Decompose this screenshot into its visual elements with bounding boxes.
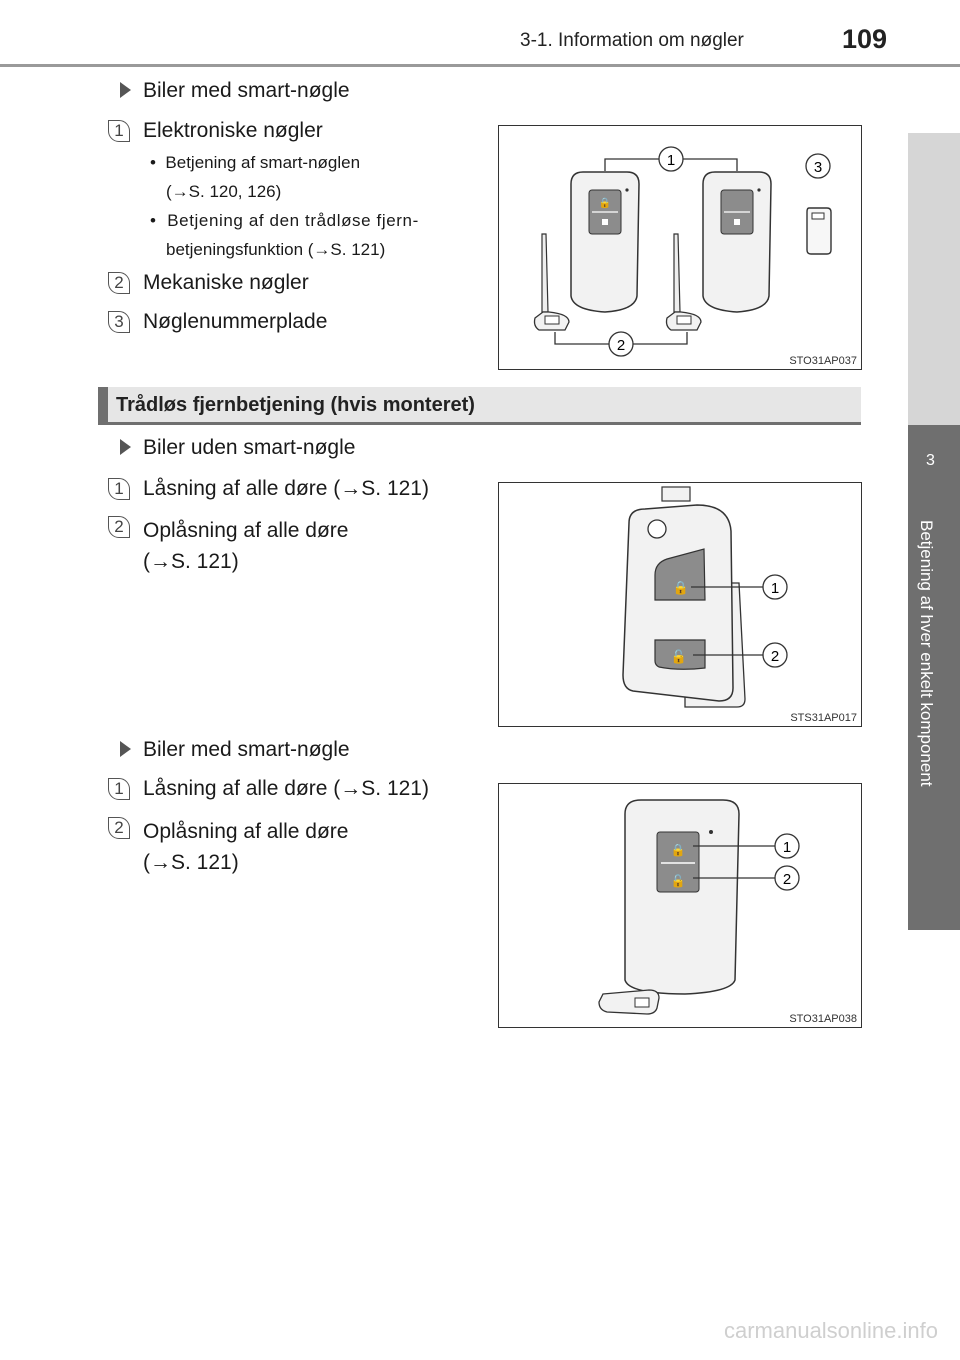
figure-flip-key: 🔒 🔓 1 2 STS31AP017 <box>498 482 862 727</box>
item-number-badge: 1 <box>108 778 130 800</box>
header-section-title: 3-1. Information om nøgler <box>520 30 744 51</box>
block2-item-2: Oplåsning af alle døre (→S. 121) <box>143 519 349 573</box>
triangle-bullet-icon <box>120 741 131 757</box>
side-tab-light <box>908 133 960 425</box>
block1-bullet-1: • Betjening af smart-nøglen (→S. 120, 12… <box>150 153 361 201</box>
flip-key-illustration: 🔒 🔓 1 2 <box>622 486 788 708</box>
svg-text:🔒: 🔒 <box>599 197 611 209</box>
figure-code: STO31AP037 <box>789 355 857 367</box>
block3-heading: Biler med smart-nøgle <box>120 738 350 762</box>
callout-3: 3 <box>814 159 822 176</box>
callout-2: 2 <box>617 337 625 354</box>
callout-2: 2 <box>771 648 779 665</box>
item-number-badge: 1 <box>108 478 130 500</box>
triangle-bullet-icon <box>120 439 131 455</box>
side-tab-chapter-number: 3 <box>926 452 935 469</box>
side-tab-dark <box>908 425 960 930</box>
callout-2: 2 <box>783 871 791 888</box>
callout-1: 1 <box>771 580 779 597</box>
triangle-bullet-icon <box>120 82 131 98</box>
item-number-badge: 2 <box>108 516 130 538</box>
keys-illustration: 1 3 🔒 2 <box>533 146 832 357</box>
svg-text:🔓: 🔓 <box>671 649 687 665</box>
callout-1: 1 <box>667 152 675 169</box>
header-rule <box>0 64 960 67</box>
section-header: Trådløs fjernbetjening (hvis monteret) <box>98 387 861 425</box>
figure-code: STS31AP017 <box>790 712 857 724</box>
block1-item-1: Elektroniske nøgler <box>143 119 323 142</box>
figure-keys-overview: 1 3 🔒 2 STO31AP037 <box>498 125 862 370</box>
item-number-badge: 2 <box>108 272 130 294</box>
page-number: 109 <box>842 24 888 54</box>
svg-text:🔓: 🔓 <box>671 874 686 888</box>
block3-item-1: Låsning af alle døre (→S. 121) <box>143 777 429 800</box>
block2-item-1: Låsning af alle døre (→S. 121) <box>143 477 429 500</box>
block3-item-2: Oplåsning af alle døre (→S. 121) <box>143 820 349 874</box>
block2-heading: Biler uden smart-nøgle <box>120 436 355 460</box>
callout-1: 1 <box>783 839 791 856</box>
figure-code: STO31AP038 <box>789 1013 857 1025</box>
section-title: Trådløs fjernbetjening (hvis monteret) <box>116 394 475 416</box>
block1-heading: Biler med smart-nøgle <box>120 79 350 103</box>
block1-bullet-2: • Betjening af den trådløse fjern- betje… <box>150 211 419 259</box>
smart-key-illustration: 🔒 🔓 1 2 <box>598 799 800 1015</box>
footer-watermark: carmanualsonline.info <box>723 1318 938 1343</box>
svg-text:🔒: 🔒 <box>673 581 689 596</box>
svg-text:🔒: 🔒 <box>671 843 686 857</box>
block1-item-3: Nøglenummerplade <box>143 310 328 333</box>
figure-smart-key: 🔒 🔓 1 2 STO31AP038 <box>498 783 862 1028</box>
block1-item-2: Mekaniske nøgler <box>143 271 309 294</box>
item-number-badge: 3 <box>108 311 130 333</box>
item-number-badge: 2 <box>108 817 130 839</box>
item-number-badge: 1 <box>108 120 130 142</box>
side-tab-chapter-label: Betjening af hver enkelt komponent <box>917 520 936 787</box>
